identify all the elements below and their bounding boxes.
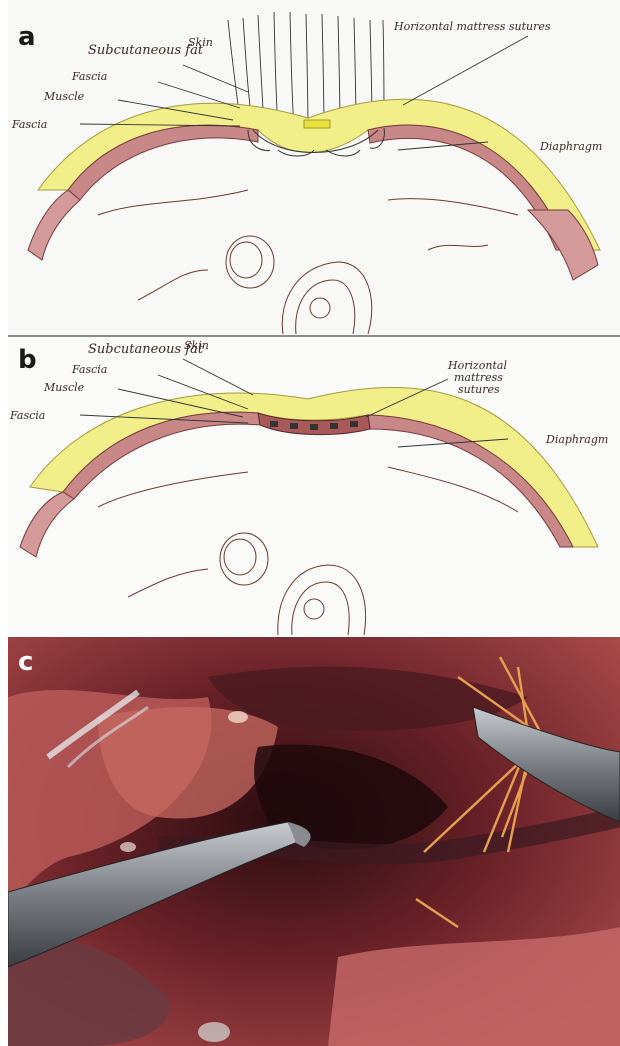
panel-b: b Subcutaneous fat Skin Fascia Muscle Fa… bbox=[8, 337, 620, 635]
panel-b-labels: Subcutaneous fat Skin Fascia Muscle Fasc… bbox=[8, 337, 620, 635]
panel-a-labels: Subcutaneous fat Skin Fascia Muscle Fasc… bbox=[8, 0, 620, 334]
label-subcutaneous-fat: Subcutaneous fat bbox=[88, 43, 204, 58]
label-fascia-bottom: Fascia bbox=[11, 118, 47, 131]
panel-c: c bbox=[8, 637, 620, 1046]
label-fascia-bottom: Fascia bbox=[9, 409, 45, 422]
panel-a: a Subcutaneous fat Skin Fascia Muscle Fa… bbox=[8, 0, 620, 334]
label-muscle: Muscle bbox=[43, 90, 85, 103]
label-diaphragm: Diaphragm bbox=[539, 140, 602, 153]
label-diaphragm: Diaphragm bbox=[545, 433, 608, 446]
label-skin: Skin bbox=[184, 339, 209, 352]
label-skin: Skin bbox=[188, 36, 213, 49]
label-muscle: Muscle bbox=[43, 381, 85, 394]
label-fascia-top: Fascia bbox=[71, 70, 107, 83]
label-sutures: Horizontal mattress sutures bbox=[393, 20, 551, 33]
label-sutures-line3: sutures bbox=[458, 383, 500, 396]
panel-letter-c: c bbox=[18, 649, 33, 675]
surgical-photo bbox=[8, 637, 620, 1046]
label-fascia-top: Fascia bbox=[71, 363, 107, 376]
